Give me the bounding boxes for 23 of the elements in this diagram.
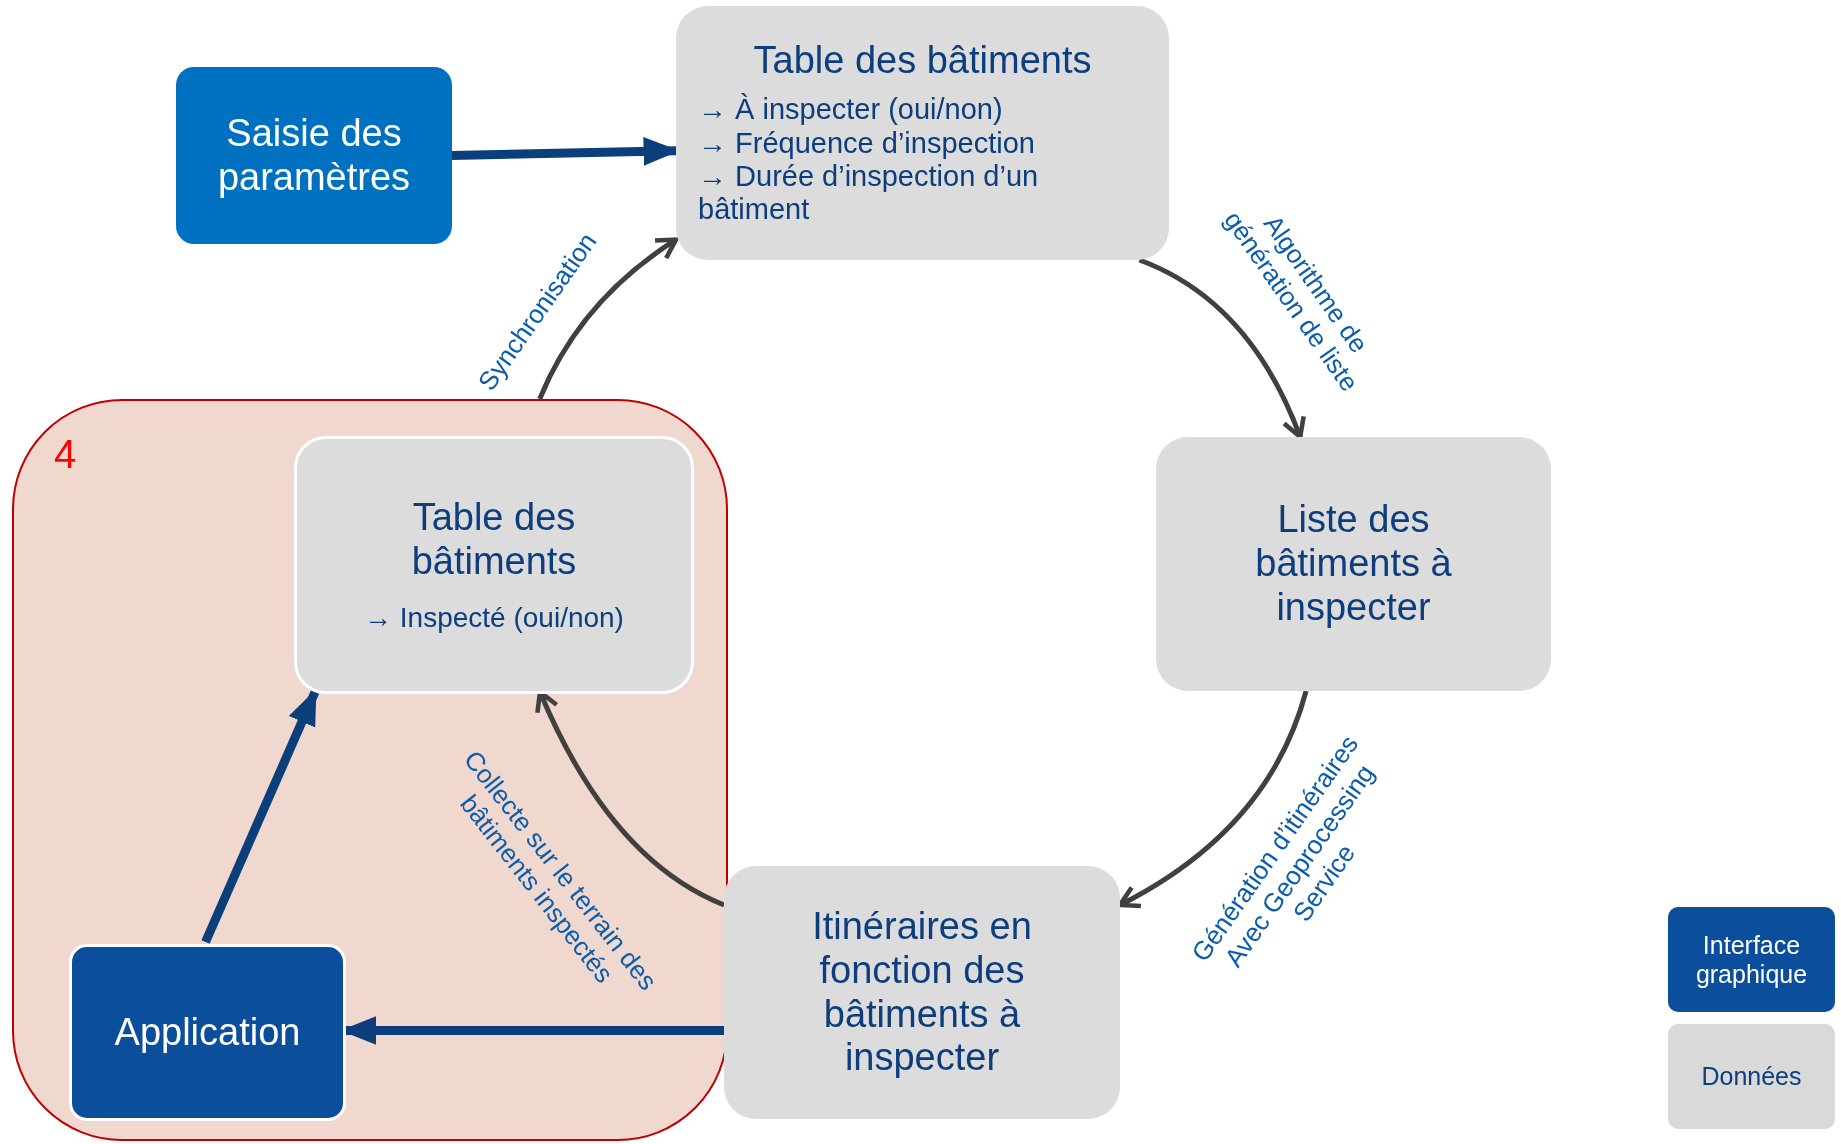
node-item: → À inspecter (oui/non): [698, 93, 1004, 127]
arrow: [537, 237, 679, 400]
arrow: [1138, 257, 1306, 440]
group-number: 4: [54, 431, 78, 477]
legend-text: Données: [1701, 1062, 1802, 1091]
node-title: Saisie des paramètres: [217, 111, 411, 200]
arrow: [201, 688, 320, 944]
data-box: [724, 866, 1120, 1119]
node-item: → Inspecté (oui/non): [364, 601, 624, 634]
data-box: [1156, 437, 1551, 691]
group-region: [12, 399, 728, 1141]
node-title: Application: [114, 1010, 301, 1055]
interface-box: [176, 67, 452, 244]
legend-text: Interface graphique: [1694, 930, 1809, 989]
node-title: Liste des bâtiments à inspecter: [1254, 498, 1453, 630]
node-item: → Durée d’inspection d’un bâtiment: [698, 159, 1040, 227]
data-box: [294, 436, 694, 694]
node-title: Table des bâtiments: [752, 39, 1093, 84]
node-title: Table des bâtiments: [410, 496, 578, 584]
node-title: Itinéraires en fonction des bâtiments à inspecter: [811, 905, 1033, 1080]
node-item: → Fréquence d’inspection: [698, 126, 1036, 160]
interface-box: [69, 944, 346, 1121]
data-box: [676, 6, 1169, 260]
